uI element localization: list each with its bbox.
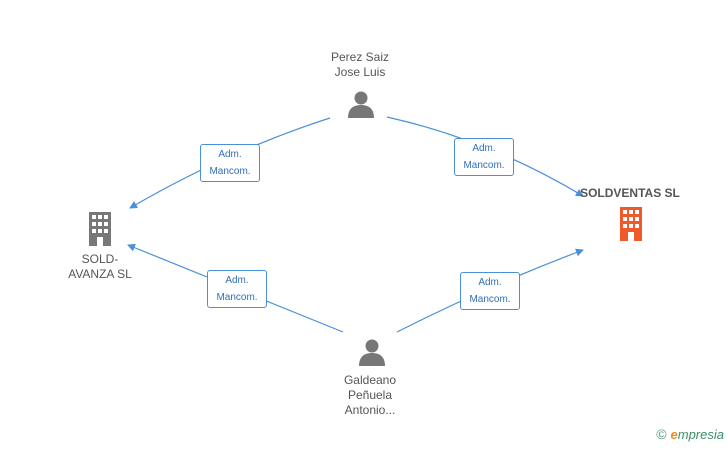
person-top-name-line1: Perez Saiz: [330, 50, 390, 64]
person-bottom-name-line2: Peñuela: [347, 388, 393, 402]
person-bottom-name-line3: Antonio...: [344, 403, 396, 417]
relation-label-top-right[interactable]: Adm. Mancom.: [454, 138, 514, 176]
company-right-name: SOLDVENTAS SL: [580, 186, 680, 200]
brand-name: mpresia: [677, 427, 724, 442]
relation-label-top-left[interactable]: Adm. Mancom.: [200, 144, 260, 182]
relation-type: Mancom.: [216, 292, 258, 303]
person-top-label[interactable]: Perez Saiz Jose Luis: [310, 50, 410, 80]
company-left-name-line1: SOLD-: [81, 252, 119, 266]
relation-type: Mancom.: [209, 166, 251, 177]
person-bottom-label[interactable]: Galdeano Peñuela Antonio...: [320, 373, 420, 418]
relation-role: Adm.: [478, 277, 502, 288]
relation-type: Mancom.: [469, 294, 511, 305]
person-top-name-line2: Jose Luis: [334, 65, 386, 79]
company-right-label[interactable]: SOLDVENTAS SL: [570, 186, 690, 201]
person-bottom-name-line1: Galdeano: [343, 373, 397, 387]
relation-role: Adm.: [218, 149, 242, 160]
company-left-name-line2: AVANZA SL: [68, 267, 132, 281]
relation-label-bottom-right[interactable]: Adm. Mancom.: [460, 272, 520, 310]
brand-initial: e: [670, 427, 678, 442]
relation-type: Mancom.: [463, 160, 505, 171]
building-icon[interactable]: [617, 207, 645, 241]
building-icon[interactable]: [86, 212, 114, 246]
relation-label-bottom-left[interactable]: Adm. Mancom.: [207, 270, 267, 308]
relation-role: Adm.: [472, 143, 496, 154]
copyright-symbol: ©: [656, 426, 667, 442]
person-icon[interactable]: [346, 90, 376, 120]
relation-role: Adm.: [225, 275, 249, 286]
company-left-label[interactable]: SOLD- AVANZA SL: [50, 252, 150, 282]
empresia-watermark: ©empresia: [656, 426, 724, 442]
person-icon[interactable]: [357, 338, 387, 368]
